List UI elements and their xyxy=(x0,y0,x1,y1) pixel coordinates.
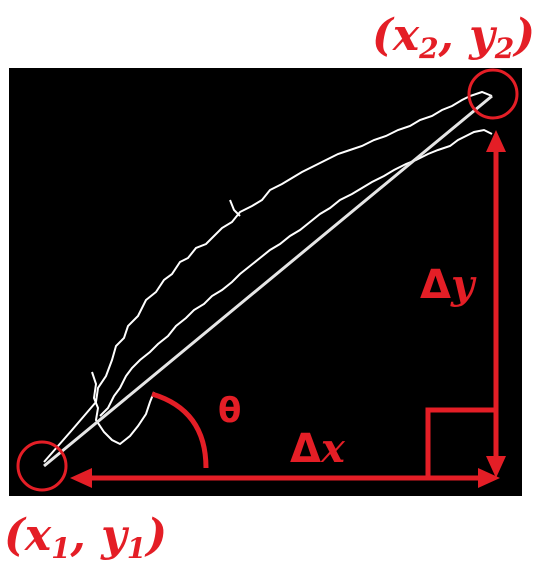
delta-x-arrowhead-right xyxy=(478,468,500,488)
delta-x-arrowhead-left xyxy=(70,468,92,488)
start-point-comma: , y xyxy=(70,510,131,561)
delta-y-symbol: Δ xyxy=(420,262,451,308)
object-contour-spur xyxy=(229,199,241,217)
end-point-sub-y: 2 xyxy=(494,32,514,65)
start-point-sub-x: 1 xyxy=(51,532,70,565)
object-contour-outer xyxy=(43,90,493,463)
delta-y-var: y xyxy=(450,261,477,308)
delta-x-var: x xyxy=(320,425,346,472)
end-point-close: ) xyxy=(512,10,535,61)
start-point-label: (x1, y1) xyxy=(4,510,167,565)
delta-y-arrowhead-bottom xyxy=(486,456,506,478)
end-point-sub-x: 2 xyxy=(418,32,438,65)
angle-label: θ xyxy=(218,391,241,431)
end-point-marker xyxy=(467,68,519,120)
delta-y-arrowhead-top xyxy=(486,130,506,152)
end-point-open: (x xyxy=(372,10,420,61)
object-contour-inner xyxy=(99,128,493,417)
object-contour-base xyxy=(91,371,155,446)
end-point-comma: , y xyxy=(438,10,499,61)
delta-x-label: Δx xyxy=(290,425,346,472)
delta-x-symbol: Δ xyxy=(290,426,321,472)
start-point-marker xyxy=(16,440,68,492)
start-point-sub-y: 1 xyxy=(127,532,146,565)
start-point-close: ) xyxy=(144,510,167,561)
end-point-label: (x2, y2) xyxy=(372,10,535,65)
delta-y-label: Δy xyxy=(420,261,477,308)
angle-arc xyxy=(151,391,209,469)
right-angle-marker xyxy=(425,407,494,476)
start-point-open: (x xyxy=(4,510,52,561)
fitted-line xyxy=(43,94,493,468)
